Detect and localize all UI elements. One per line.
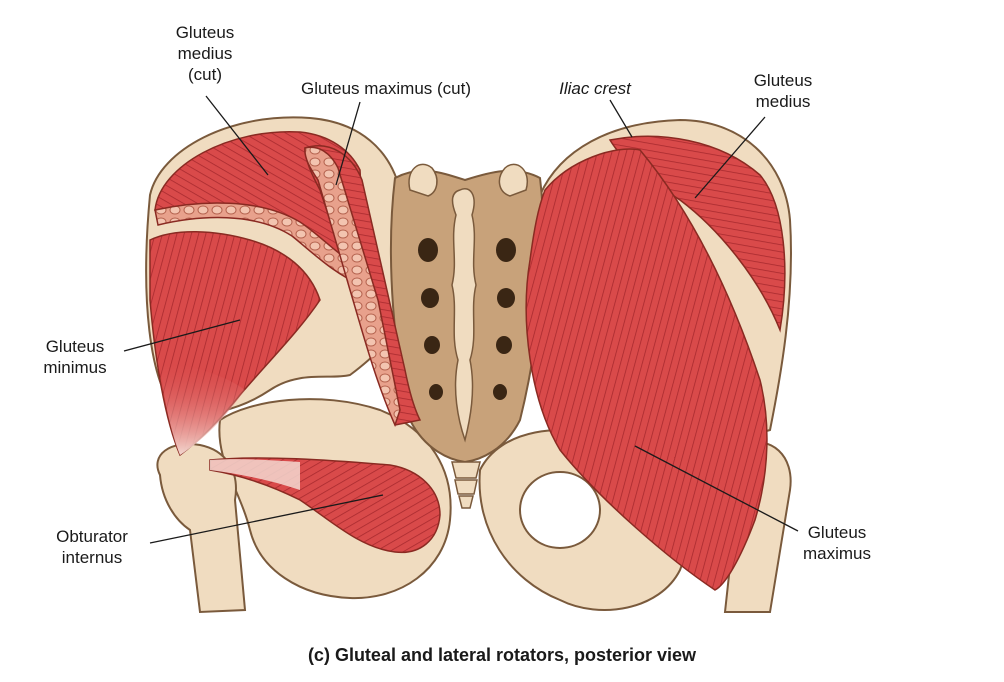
gluteus-maximus-cut-face xyxy=(304,146,401,428)
median-sacral-crest xyxy=(451,188,477,443)
leader-line xyxy=(149,494,384,544)
label-gluteus-maximus-cut: Gluteus maximus (cut) xyxy=(300,79,472,98)
gluteus-maximus-muscle xyxy=(525,148,768,591)
label-iliac-crest: Iliac crest xyxy=(559,79,631,98)
sacral-foramen xyxy=(497,288,515,308)
coccyx xyxy=(451,461,481,509)
sacral-foramen xyxy=(429,384,443,400)
right-articular-process xyxy=(498,163,529,197)
label-gluteus-minimus: Gluteus minimus xyxy=(43,337,107,377)
obturator-internus-tendon xyxy=(210,459,300,490)
sacral-foramen xyxy=(496,238,516,262)
sacral-foramen xyxy=(421,288,439,308)
sacral-foramen xyxy=(496,336,512,354)
leader-line xyxy=(609,99,633,138)
gluteus-minimus-tendon xyxy=(160,360,245,455)
label-gluteus-maximus: Gluteus maximus xyxy=(802,523,871,563)
sacral-foramen xyxy=(493,384,507,400)
leader-line xyxy=(634,445,799,532)
obturator-internus-muscle xyxy=(209,457,441,554)
leader-line xyxy=(123,319,241,352)
label-obturator-internus: Obturator internus xyxy=(56,527,128,567)
leader-line xyxy=(694,116,766,199)
leader-line xyxy=(335,101,361,186)
figure-caption: (c) Gluteal and lateral rotators, poster… xyxy=(307,645,697,665)
sacral-foramen xyxy=(418,238,438,262)
sacral-foramen xyxy=(424,336,440,354)
right-obturator-foramen xyxy=(519,471,601,549)
leader-line xyxy=(205,95,269,176)
label-gluteus-medius-cut: Gluteus medius (cut) xyxy=(175,23,235,84)
label-gluteus-medius: Gluteus medius xyxy=(753,71,813,111)
left-articular-process xyxy=(408,163,438,197)
